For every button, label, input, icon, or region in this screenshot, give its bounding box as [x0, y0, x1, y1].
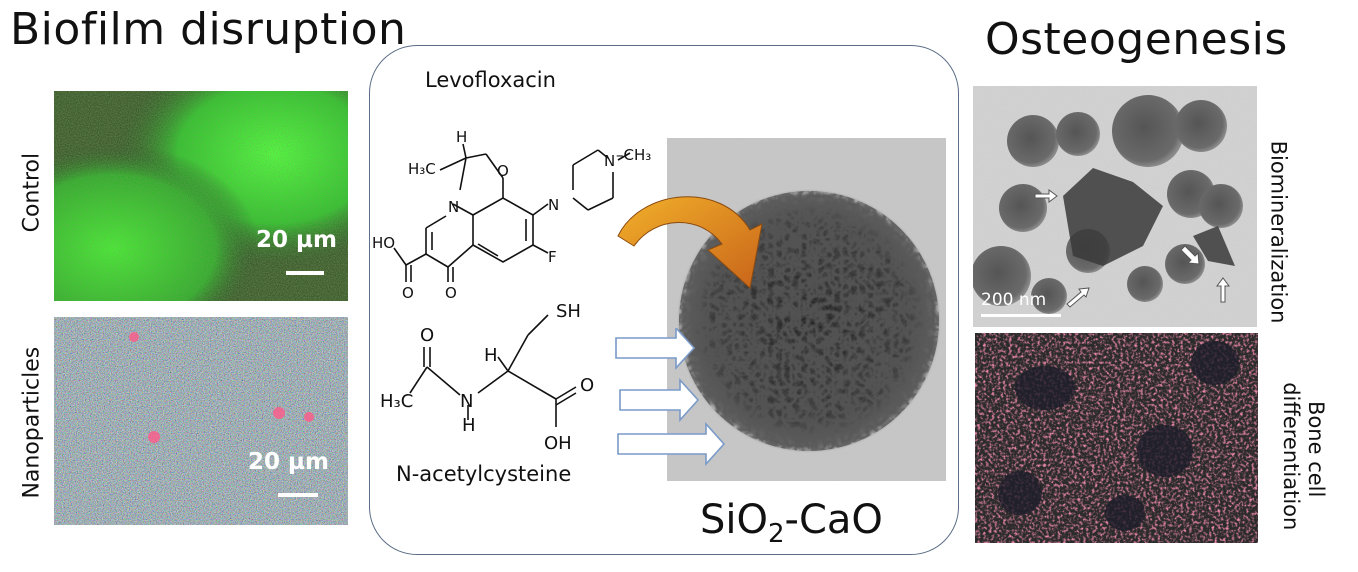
product-label: SiO2-CaO	[700, 497, 883, 549]
levofloxacin-label: Levofloxacin	[425, 68, 556, 92]
nac-label: N-acetylcysteine	[396, 462, 572, 486]
control-scale-label: 20 µm	[256, 227, 337, 253]
label-control: Control	[19, 152, 45, 233]
nac-atom-n: N	[460, 391, 473, 412]
label-bone-cell-differentiation: Bone cell differentiation	[1278, 382, 1329, 531]
nac-atom-nh-h: H	[462, 415, 476, 436]
heading-osteogenesis: Osteogenesis	[985, 14, 1288, 65]
levo-atom-ch3-left: H₃C	[408, 160, 436, 178]
synthesis-box	[369, 45, 959, 555]
product-base: SiO	[700, 497, 768, 543]
nac-atom-sh: SH	[556, 301, 581, 322]
bone-label-line2: differentiation	[1279, 382, 1303, 531]
nac-atom-h3c: H₃C	[380, 391, 413, 412]
control-micrograph: 20 µm	[54, 91, 348, 301]
tem-scale-bar	[981, 314, 1061, 317]
curved-loading-arrow	[617, 196, 763, 289]
levo-atom-ho: HO	[372, 234, 395, 252]
nanoparticles-micrograph: 20 µm	[54, 317, 348, 525]
arrow-2	[619, 377, 700, 423]
label-nanoparticles: Nanoparticles	[19, 346, 45, 499]
sio2-cao-tem-image	[667, 138, 946, 481]
bone-cell-micrograph	[975, 333, 1258, 543]
incorporation-arrows	[615, 328, 726, 467]
product-subscript: 2	[768, 519, 785, 549]
levo-atom-o-acid: O	[402, 284, 414, 302]
levo-atom-h: H	[456, 128, 467, 146]
nac-atom-oh: OH	[544, 433, 572, 454]
levo-atom-f: F	[548, 248, 557, 266]
nac-atom-o-acid: O	[580, 375, 594, 396]
nanoparticles-scale-label: 20 µm	[248, 449, 329, 475]
biomineralization-tem-image: 200 nm	[973, 86, 1257, 327]
levo-atom-n-pip2: N	[604, 152, 615, 170]
product-tail: -CaO	[784, 497, 883, 543]
levo-atom-o-ring: O	[497, 162, 509, 180]
levofloxacin-structure: H H₃C O N N N –CH₃ F HO O O	[372, 128, 651, 302]
control-scale-bar	[286, 271, 324, 275]
nac-atom-h: H	[484, 345, 498, 366]
levo-atom-ch3-right: –CH₃	[616, 146, 651, 164]
nac-structure: SH H O H₃C N H O OH	[380, 301, 594, 454]
arrow-3	[617, 421, 726, 467]
nanoparticles-scale-bar	[278, 493, 318, 497]
label-biomineralization: Biomineralization	[1266, 140, 1291, 324]
levo-atom-n-ring: N	[448, 198, 459, 216]
levo-atom-o-keto: O	[445, 284, 457, 302]
levo-atom-n-pip1: N	[548, 196, 559, 214]
arrow-1	[615, 328, 696, 371]
bone-label-line1: Bone cell	[1304, 401, 1329, 498]
nac-atom-o-amide: O	[420, 325, 434, 346]
tem-scale-label: 200 nm	[981, 290, 1047, 310]
heading-biofilm-disruption: Biofilm disruption	[10, 4, 407, 55]
